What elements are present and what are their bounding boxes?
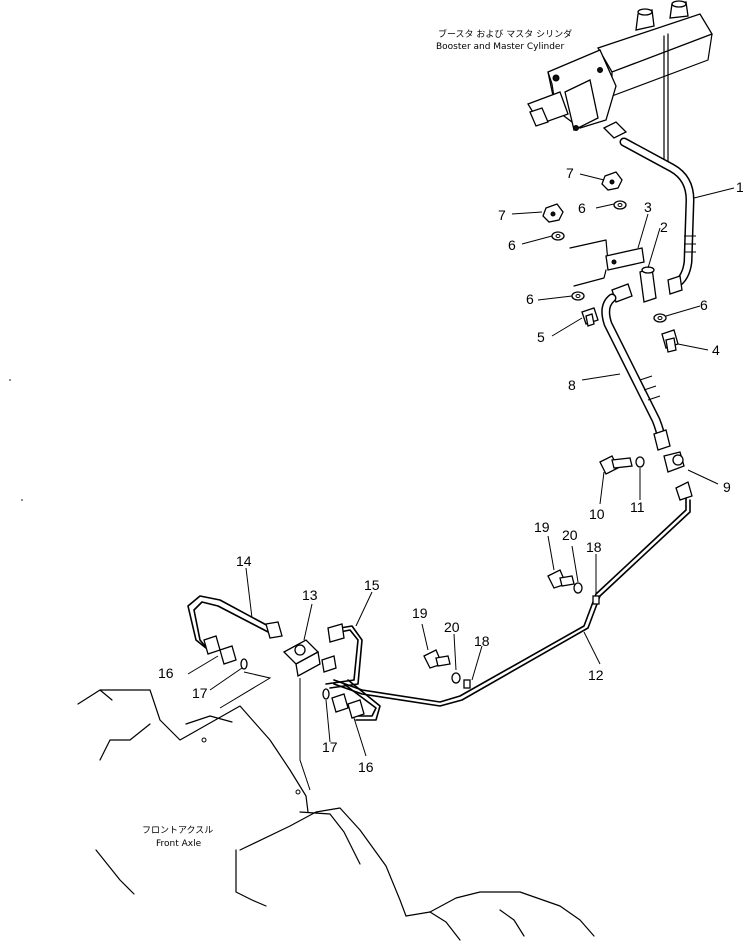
connector-16-right (331, 693, 365, 719)
axle-label-en: Front Axle (156, 839, 202, 849)
callout-17-b: 17 (322, 739, 338, 755)
callout-14: 14 (236, 553, 252, 569)
callout-16-a: 16 (158, 665, 174, 681)
booster-label-jp: ブースタ および マスタ シリンダ (438, 28, 572, 40)
washer-6-a (613, 200, 627, 210)
callout-15: 15 (364, 577, 380, 593)
callout-13: 13 (302, 587, 318, 603)
washer-20-right (573, 582, 583, 594)
callout-2: 2 (660, 219, 668, 235)
oring-17-left (240, 658, 248, 670)
callout-4: 4 (712, 342, 720, 358)
callout-6-a: 6 (578, 200, 586, 216)
pipe-12 (333, 497, 691, 707)
callout-16-b: 16 (358, 759, 374, 775)
hose-1 (619, 137, 696, 295)
callout-10: 10 (589, 506, 605, 522)
elbow-9 (663, 451, 693, 501)
connector-16-left (219, 645, 237, 665)
callout-20-b: 20 (444, 619, 460, 635)
pipe-15 (321, 623, 381, 721)
bolt-5 (581, 307, 599, 327)
bracket-3 (569, 239, 645, 287)
booster-label-en: Booster and Master Cylinder (436, 42, 564, 52)
oring-17-right (322, 688, 330, 700)
front-axle (77, 671, 595, 941)
axle-label-jp: フロントアクスル (142, 825, 213, 836)
callout-12: 12 (588, 667, 604, 683)
leader-lines (187, 173, 735, 757)
callout-5: 5 (537, 329, 545, 345)
callout-18-b: 18 (474, 633, 490, 649)
callout-19-a: 19 (534, 519, 550, 535)
callout-1: 1 (736, 179, 743, 195)
callout-9: 9 (723, 479, 731, 495)
bolt-19-left (423, 649, 451, 669)
callout-7-b: 7 (498, 207, 506, 223)
adapter-2 (639, 266, 657, 303)
callout-8: 8 (568, 377, 576, 393)
callout-7-a: 7 (566, 165, 574, 181)
washer-11 (635, 456, 645, 468)
washer-6-c (571, 291, 585, 301)
callout-11: 11 (630, 499, 645, 515)
pipe-14 (187, 595, 283, 655)
booster-master-cylinder (527, 0, 713, 169)
bolt-19-right (547, 569, 575, 589)
washer-20-left (451, 672, 461, 684)
callout-6-c: 6 (526, 291, 534, 307)
nut-7-lower (542, 203, 564, 223)
callout-20-a: 20 (562, 527, 578, 543)
washer-6-b (551, 231, 565, 241)
scan-dot (21, 499, 23, 501)
washer-6-d (653, 313, 667, 323)
bolt-10 (599, 455, 633, 475)
scan-dot (9, 379, 11, 381)
hose-8 (601, 283, 671, 451)
tee-13 (282, 639, 321, 678)
callout-3: 3 (644, 199, 652, 215)
callout-19-b: 19 (412, 605, 428, 621)
callout-17-a: 17 (192, 685, 208, 701)
bolt-4 (661, 329, 679, 353)
callout-6-d: 6 (700, 297, 708, 313)
callouts: 1 2 3 4 5 6 6 6 6 7 7 8 9 10 11 12 13 14… (158, 165, 743, 775)
nut-7-upper (601, 171, 623, 191)
callout-18-a: 18 (586, 539, 602, 555)
callout-6-b: 6 (508, 237, 516, 253)
